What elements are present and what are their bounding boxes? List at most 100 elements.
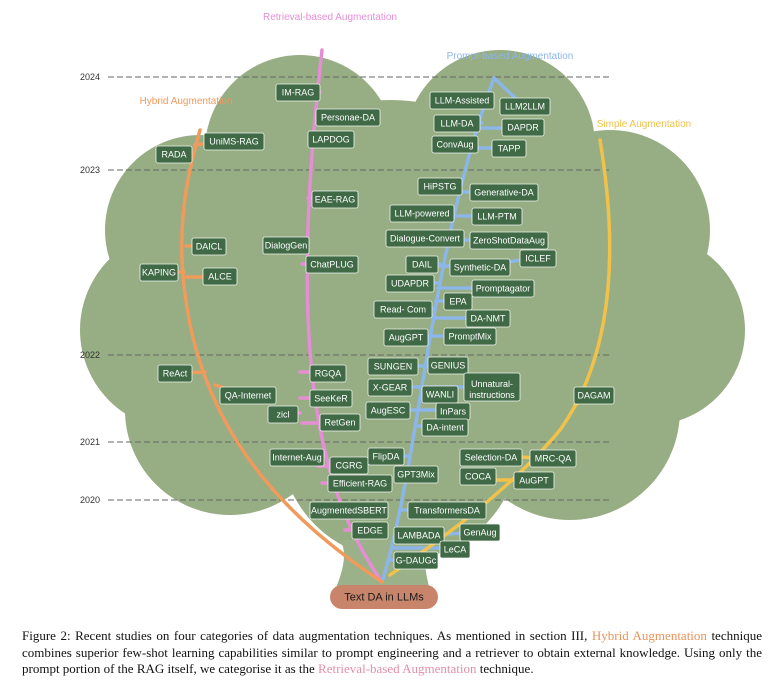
svg-text:LLM-Assisted: LLM-Assisted bbox=[435, 96, 490, 106]
svg-text:RADA: RADA bbox=[161, 150, 186, 160]
node: G-DAUGc bbox=[393, 551, 439, 570]
node: Generative-DA bbox=[469, 183, 539, 202]
svg-text:MRC-QA: MRC-QA bbox=[535, 454, 572, 464]
node: LLM-DA bbox=[433, 114, 481, 133]
node: ChatPLUG bbox=[305, 255, 359, 274]
svg-text:InPars: InPars bbox=[440, 407, 467, 417]
node: EDGE bbox=[351, 521, 389, 540]
svg-text:ReAct: ReAct bbox=[163, 369, 188, 379]
svg-text:EAE-RAG: EAE-RAG bbox=[315, 195, 356, 205]
node: AugESC bbox=[365, 401, 411, 420]
svg-text:TAPP: TAPP bbox=[498, 144, 521, 154]
node: UDAPDR bbox=[385, 274, 435, 293]
node: FlipDA bbox=[367, 447, 405, 466]
svg-text:DAIL: DAIL bbox=[412, 260, 432, 270]
svg-text:TransformersDA: TransformersDA bbox=[414, 506, 480, 516]
node: IM-RAG bbox=[275, 83, 321, 102]
node: LAPDOG bbox=[307, 130, 355, 149]
svg-text:AugESC: AugESC bbox=[371, 406, 406, 416]
node: Promptagator bbox=[471, 279, 535, 298]
svg-text:Selection-DA: Selection-DA bbox=[465, 453, 518, 463]
svg-text:IM-RAG: IM-RAG bbox=[282, 88, 315, 98]
svg-text:LLM2LLM: LLM2LLM bbox=[505, 102, 545, 112]
root-node: Text DA in LLMs bbox=[330, 585, 438, 609]
figure-caption: Figure 2: Recent studies on four categor… bbox=[22, 628, 762, 678]
node: SeeKeR bbox=[309, 389, 353, 408]
node: TransformersDA bbox=[407, 501, 487, 520]
node: ICLEF bbox=[519, 249, 557, 268]
caption-text-3: technique. bbox=[476, 661, 534, 676]
node: GPT3Mix bbox=[393, 465, 439, 484]
node: DA-NMT bbox=[465, 309, 511, 328]
svg-text:Generative-DA: Generative-DA bbox=[474, 188, 534, 198]
unnatural-instructions-label: Unnatural-instructions bbox=[469, 379, 515, 400]
node: QA-Internet bbox=[219, 386, 277, 405]
svg-text:KAPING: KAPING bbox=[142, 268, 176, 278]
caption-hybrid-term: Hybrid Augmentation bbox=[591, 628, 707, 643]
svg-text:GENIUS: GENIUS bbox=[431, 361, 466, 371]
svg-text:LLM-DA: LLM-DA bbox=[440, 119, 473, 129]
svg-text:LAPDOG: LAPDOG bbox=[312, 135, 350, 145]
svg-text:ZeroShotDataAug: ZeroShotDataAug bbox=[473, 236, 545, 246]
node: LAMBADA bbox=[393, 526, 445, 545]
svg-text:QA-Internet: QA-Internet bbox=[225, 391, 272, 401]
node: RADA bbox=[155, 145, 193, 164]
node: LeCA bbox=[439, 540, 471, 559]
svg-text:Efficient-RAG: Efficient-RAG bbox=[333, 479, 387, 489]
node: X-GEAR bbox=[367, 378, 413, 397]
node: UniMS-RAG bbox=[203, 132, 265, 151]
svg-text:RGQA: RGQA bbox=[315, 369, 342, 379]
node: KAPING bbox=[139, 263, 179, 282]
svg-text:G-DAUGc: G-DAUGc bbox=[396, 556, 437, 566]
svg-text:ConvAug: ConvAug bbox=[436, 140, 473, 150]
svg-text:GenAug: GenAug bbox=[463, 528, 496, 538]
svg-text:SUNGEN: SUNGEN bbox=[374, 362, 413, 372]
node: Read- Com bbox=[373, 300, 433, 319]
node: DAGAM bbox=[573, 386, 615, 405]
year-label-2023: 2023 bbox=[80, 165, 100, 175]
year-label-2022: 2022 bbox=[80, 350, 100, 360]
svg-text:CGRG: CGRG bbox=[336, 461, 363, 471]
node: DA-intent bbox=[421, 418, 469, 437]
svg-text:RetGen: RetGen bbox=[324, 418, 355, 428]
svg-text:ICLEF: ICLEF bbox=[525, 254, 551, 264]
svg-text:AugGPT: AugGPT bbox=[389, 333, 424, 343]
svg-text:EPA: EPA bbox=[449, 297, 466, 307]
svg-text:Personae-DA: Personae-DA bbox=[321, 113, 375, 123]
svg-text:zicl: zicl bbox=[277, 410, 290, 420]
retrieval-category-label: Retrieval-based Augmentation bbox=[263, 12, 397, 23]
svg-text:DAGAM: DAGAM bbox=[577, 391, 610, 401]
node: ReAct bbox=[157, 364, 193, 383]
caption-retrieval-term: Retrieval-based Augmentation bbox=[318, 661, 477, 676]
prompt-nodes: LLM-Assisted LLM2LLM LLM-DA DAPDR ConvAu… bbox=[365, 91, 557, 570]
simple-category-label: Simple Augmentation bbox=[597, 119, 692, 130]
svg-text:Dialogue-Convert: Dialogue-Convert bbox=[390, 234, 461, 244]
simple-nodes: DAGAM Selection-DA MRC-QA COCA AuGPT bbox=[459, 386, 615, 490]
svg-text:UniMS-RAG: UniMS-RAG bbox=[209, 137, 259, 147]
node: Dialogue-Convert bbox=[385, 229, 465, 248]
node: Internet-Aug bbox=[269, 448, 325, 467]
node: PromptMix bbox=[443, 327, 497, 346]
svg-text:LeCA: LeCA bbox=[444, 545, 467, 555]
node: CGRG bbox=[329, 456, 369, 475]
node: Efficient-RAG bbox=[327, 474, 393, 493]
svg-text:AugmentedSBERT: AugmentedSBERT bbox=[311, 506, 387, 516]
node: Personae-DA bbox=[315, 108, 381, 127]
node: GenAug bbox=[459, 523, 501, 542]
svg-text:DA-NMT: DA-NMT bbox=[471, 314, 506, 324]
svg-text:AuGPT: AuGPT bbox=[519, 476, 549, 486]
year-label-2024: 2024 bbox=[80, 72, 100, 82]
node: InPars bbox=[435, 402, 471, 421]
tree-svg: 2024 2023 2022 2021 2020 bbox=[80, 12, 745, 609]
node: HiPSTG bbox=[417, 177, 463, 196]
node: DAPDR bbox=[501, 118, 545, 137]
node: DAIL bbox=[405, 255, 439, 274]
svg-text:UDAPDR: UDAPDR bbox=[391, 279, 430, 289]
node: LLM2LLM bbox=[499, 97, 551, 116]
node: ConvAug bbox=[431, 135, 479, 154]
node: DialogGen bbox=[262, 236, 310, 255]
svg-text:ALCE: ALCE bbox=[208, 272, 232, 282]
node: RGQA bbox=[309, 364, 347, 383]
year-label-2020: 2020 bbox=[80, 495, 100, 505]
hybrid-category-label: Hybrid Augmentation bbox=[140, 96, 233, 107]
